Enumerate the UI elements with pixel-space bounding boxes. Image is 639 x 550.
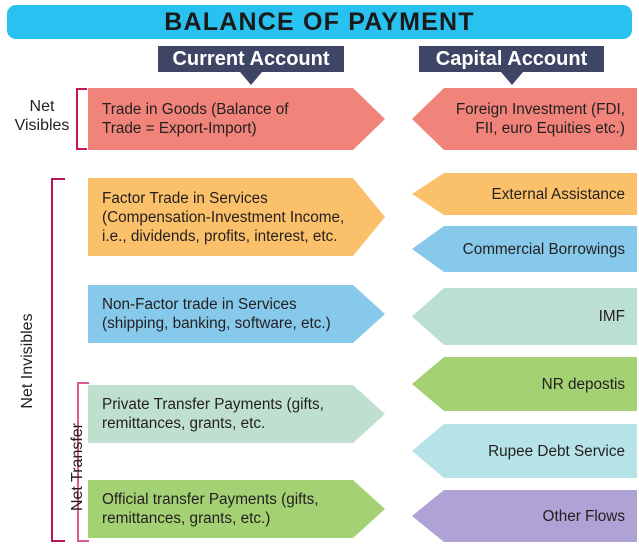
page-title-banner: BALANCE OF PAYMENT <box>7 5 632 39</box>
pointer-triangle-icon <box>240 72 262 85</box>
current-account-item-arrow[interactable]: Official transfer Payments (gifts, remit… <box>88 480 385 538</box>
bracket-net-transfer <box>77 382 89 542</box>
capital-account-item-label: NR depostis <box>541 375 625 393</box>
pointer-triangle-icon <box>500 72 523 85</box>
side-label-net-transfer: Net Transfer <box>69 422 86 512</box>
current-account-item-arrow[interactable]: Private Transfer Payments (gifts, remitt… <box>88 385 385 443</box>
capital-account-item-arrow[interactable]: External Assistance <box>412 173 637 215</box>
capital-account-item-label: Commercial Borrowings <box>462 240 625 258</box>
page-title: BALANCE OF PAYMENT <box>164 7 475 36</box>
capital-account-item-arrow[interactable]: NR depostis <box>412 357 637 411</box>
current-account-item-label: Non-Factor trade in Services (shipping, … <box>102 296 331 332</box>
capital-account-item-arrow[interactable]: Commercial Borrowings <box>412 226 637 272</box>
capital-account-item-arrow[interactable]: Rupee Debt Service <box>412 424 637 478</box>
current-account-item-label: Factor Trade in Services (Compensation-I… <box>102 189 345 245</box>
side-label-net-invisibles: Net Invisibles <box>19 313 36 409</box>
bracket-net-visibles <box>76 88 87 150</box>
capital-account-item-arrow[interactable]: IMF <box>412 288 637 345</box>
capital-account-item-label: External Assistance <box>491 185 626 203</box>
side-label-net-visibles: Net Visibles <box>14 98 70 134</box>
bracket-net-invisibles <box>51 178 65 542</box>
current-account-item-label: Private Transfer Payments (gifts, remitt… <box>102 396 324 432</box>
current-account-item-label: Official transfer Payments (gifts, remit… <box>102 491 319 527</box>
current-account-item-label: Trade in Goods (Balance of Trade = Expor… <box>102 101 289 137</box>
capital-account-item-label: Foreign Investment (FDI, FII, euro Equit… <box>455 101 625 137</box>
current-account-item-arrow[interactable]: Factor Trade in Services (Compensation-I… <box>88 178 385 256</box>
capital-account-item-label: Other Flows <box>542 507 625 525</box>
column-header-current-account: Current Account <box>158 46 344 85</box>
column-header-capital-account-label: Capital Account <box>435 48 588 70</box>
capital-account-item-arrow[interactable]: Foreign Investment (FDI, FII, euro Equit… <box>412 88 637 150</box>
capital-account-item-arrow[interactable]: Other Flows <box>412 490 637 542</box>
column-header-capital-account: Capital Account <box>419 46 604 85</box>
capital-account-item-label: IMF <box>598 308 625 325</box>
current-account-item-arrow[interactable]: Trade in Goods (Balance of Trade = Expor… <box>88 88 385 150</box>
column-header-current-account-label: Current Account <box>172 48 330 70</box>
current-account-item-arrow[interactable]: Non-Factor trade in Services (shipping, … <box>88 285 385 343</box>
capital-account-item-label: Rupee Debt Service <box>488 442 625 460</box>
